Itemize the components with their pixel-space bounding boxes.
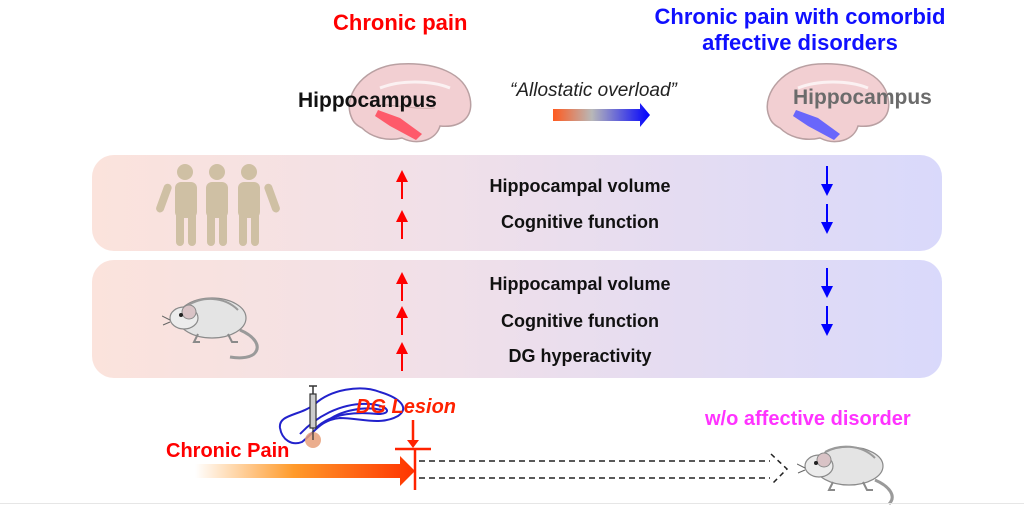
mouse-icon — [797, 445, 894, 506]
dentate-gyrus-icon — [278, 385, 405, 448]
increase-arrow-icon — [396, 272, 408, 301]
rodent-cognitive-function: Cognitive function — [501, 311, 659, 331]
brain-right-icon — [766, 63, 890, 143]
bottom-border — [0, 503, 1024, 504]
allostatic-arrow-icon — [553, 103, 650, 127]
hippocampus-label-left: Hippocampus — [298, 89, 437, 112]
decrease-arrow-icon — [821, 204, 833, 234]
hippocampus-highlight-left — [375, 110, 422, 140]
increase-arrow-icon — [396, 306, 408, 335]
timeline — [195, 420, 789, 490]
comorbid-title-line1: Chronic pain with comorbid — [654, 4, 946, 29]
increase-arrow-icon — [396, 170, 408, 199]
human-findings-panel — [92, 155, 942, 251]
chronic-pain-timeline-label: Chronic Pain — [166, 440, 290, 462]
outcome-label: w/o affective disorder — [705, 408, 911, 430]
decrease-arrow-icon — [821, 306, 833, 336]
hippocampus-label-right: Hippocampus — [793, 86, 932, 109]
brain-left-icon — [348, 63, 472, 143]
decrease-arrow-icon — [821, 166, 833, 196]
hippocampus-highlight-right — [793, 110, 840, 140]
rodent-dg-hyperactivity: DG hyperactivity — [508, 346, 652, 366]
people-group-icon — [156, 164, 280, 246]
decrease-arrow-icon — [821, 268, 833, 298]
comorbid-title-line2: affective disorders — [702, 30, 898, 55]
dg-lesion-label: DG Lesion — [356, 396, 457, 418]
increase-arrow-icon — [396, 210, 408, 239]
comorbid-title: Chronic pain with comorbid affective dis… — [630, 4, 970, 56]
chronic-pain-arrow — [195, 456, 415, 486]
chronic-pain-title: Chronic pain — [333, 10, 468, 35]
increase-arrow-icon — [396, 342, 408, 371]
human-hippocampal-volume: Hippocampal volume — [489, 176, 671, 196]
mouse-icon — [162, 297, 259, 360]
human-cognitive-function: Cognitive function — [501, 212, 659, 232]
rodent-hippocampal-volume: Hippocampal volume — [489, 274, 671, 294]
allostatic-overload-label: “Allostatic overload” — [510, 80, 677, 101]
